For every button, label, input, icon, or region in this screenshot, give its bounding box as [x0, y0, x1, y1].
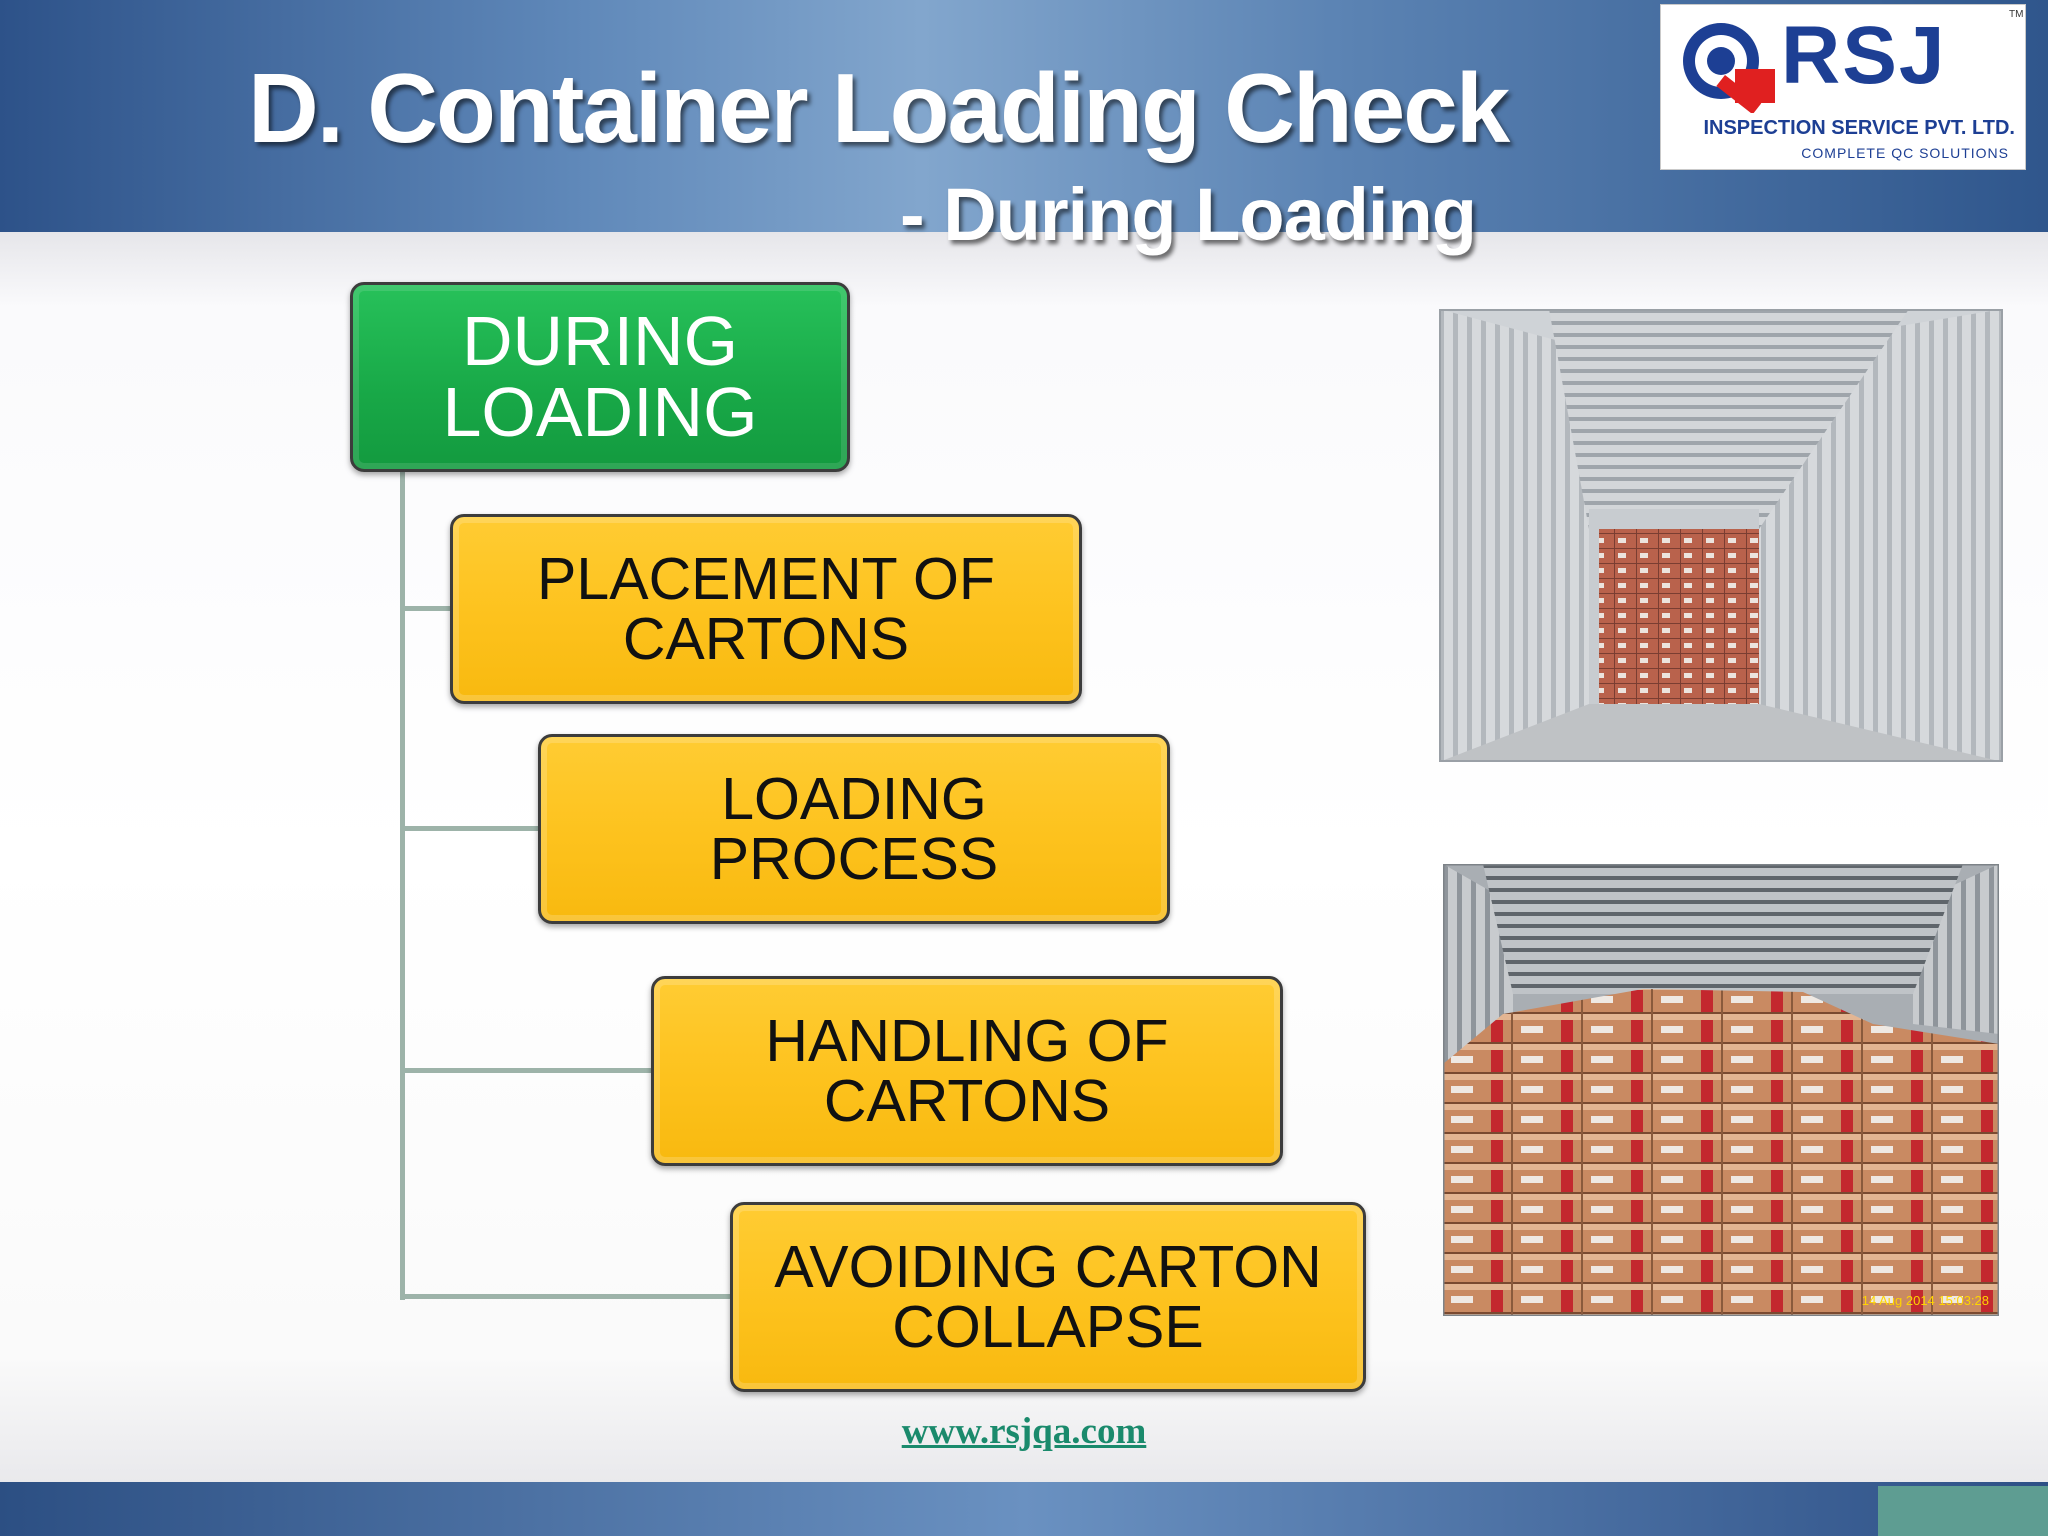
- corner-tab: [1878, 1486, 2048, 1536]
- company-logo: RSJ TM INSPECTION SERVICE PVT. LTD. COMP…: [1660, 4, 2026, 170]
- connector-branch-3: [400, 1068, 653, 1073]
- connector-branch-2: [400, 826, 540, 831]
- logo-tagline: COMPLETE QC SOLUTIONS: [1801, 145, 2009, 161]
- logo-subtitle: INSPECTION SERVICE PVT. LTD.: [1703, 117, 2015, 139]
- slide-title: D. Container Loading Check: [248, 53, 1510, 163]
- logo-trademark: TM: [2009, 9, 2024, 20]
- diagram-root-node: DURING LOADING: [350, 282, 850, 472]
- diagram-node-placement: PLACEMENT OF CARTONS: [450, 514, 1082, 704]
- website-link[interactable]: www.rsjqa.com: [901, 1411, 1147, 1452]
- node-label: PLACEMENT OF CARTONS: [537, 545, 995, 672]
- node-label: AVOIDING CARTON COLLAPSE: [774, 1233, 1322, 1360]
- node-label: HANDLING OF CARTONS: [765, 1007, 1169, 1134]
- connector-branch-4: [400, 1294, 732, 1299]
- diagram-node-loading-process: LOADING PROCESS: [538, 734, 1170, 924]
- diagram-node-handling: HANDLING OF CARTONS: [651, 976, 1283, 1166]
- connector-branch-1: [400, 606, 452, 611]
- root-node-label: DURING LOADING: [442, 301, 758, 451]
- node-label: LOADING PROCESS: [709, 765, 999, 892]
- connector-trunk: [400, 470, 405, 1300]
- slide-subtitle: - During Loading: [900, 173, 1477, 256]
- diagram-node-avoiding-collapse: AVOIDING CARTON COLLAPSE: [730, 1202, 1366, 1392]
- photo-empty-container: [1439, 309, 2003, 762]
- footer-band: [0, 1482, 2048, 1536]
- logo-name: RSJ: [1781, 10, 1947, 101]
- photo-loaded-container: 14 Aug 2014 15:03:28: [1443, 864, 1999, 1316]
- photo-timestamp: 14 Aug 2014 15:03:28: [1861, 1293, 1989, 1308]
